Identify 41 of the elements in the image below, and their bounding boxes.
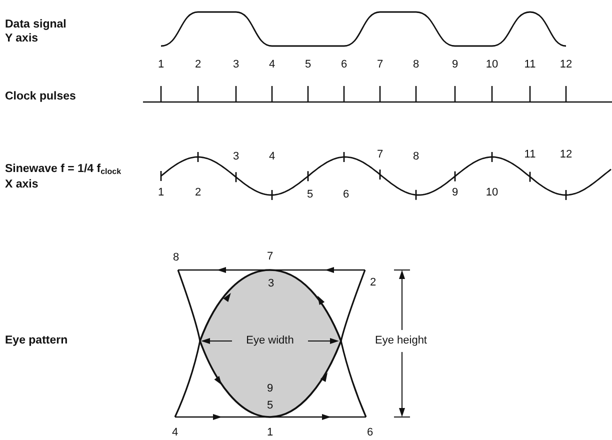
point-number: 5 [306, 190, 314, 200]
row-label: Sinewave f = 1/4 f$_{clock}$ [5, 164, 122, 176]
point-number: 4 [172, 428, 178, 438]
point-number: 3 [232, 152, 240, 162]
point-number: 3 [268, 278, 274, 290]
point-number: 8 [412, 60, 420, 70]
row-label: Y axis [5, 33, 38, 45]
point-number: 12 [560, 150, 572, 160]
point-number: 6 [342, 190, 350, 200]
point-number: 11 [524, 150, 536, 160]
point-number: 5 [266, 400, 274, 412]
point-number: 9 [452, 188, 458, 198]
measure-label: Eye height [375, 336, 427, 346]
row-label: Eye pattern [5, 335, 68, 347]
point-number: 7 [376, 150, 384, 160]
point-number: 8 [172, 252, 180, 264]
point-number: 1 [266, 428, 274, 438]
point-number: 12 [560, 60, 572, 70]
point-number: 6 [366, 428, 374, 438]
point-number: 2 [370, 278, 376, 288]
point-number: 10 [486, 60, 498, 70]
point-number: 11 [524, 60, 536, 70]
row-label: X axis [5, 179, 38, 191]
point-number: 7 [376, 60, 384, 70]
point-number: 2 [194, 60, 202, 70]
point-number: 3 [232, 60, 240, 70]
point-number: 4 [268, 152, 276, 162]
point-number: 7 [266, 252, 274, 262]
measure-label: 9 [266, 384, 274, 394]
point-number: 10 [486, 188, 498, 198]
point-number: 6 [340, 60, 348, 70]
point-number: 9 [452, 60, 458, 70]
row-label: Data signal [5, 19, 66, 31]
point-number: 8 [412, 152, 420, 162]
point-number: 1 [158, 188, 164, 198]
point-number: 4 [268, 60, 276, 70]
point-number: 5 [304, 60, 312, 70]
point-number: 1 [158, 60, 164, 70]
point-number: 2 [194, 188, 202, 198]
point-number: Eye width [246, 336, 294, 346]
row-label: Clock pulses [5, 91, 76, 103]
